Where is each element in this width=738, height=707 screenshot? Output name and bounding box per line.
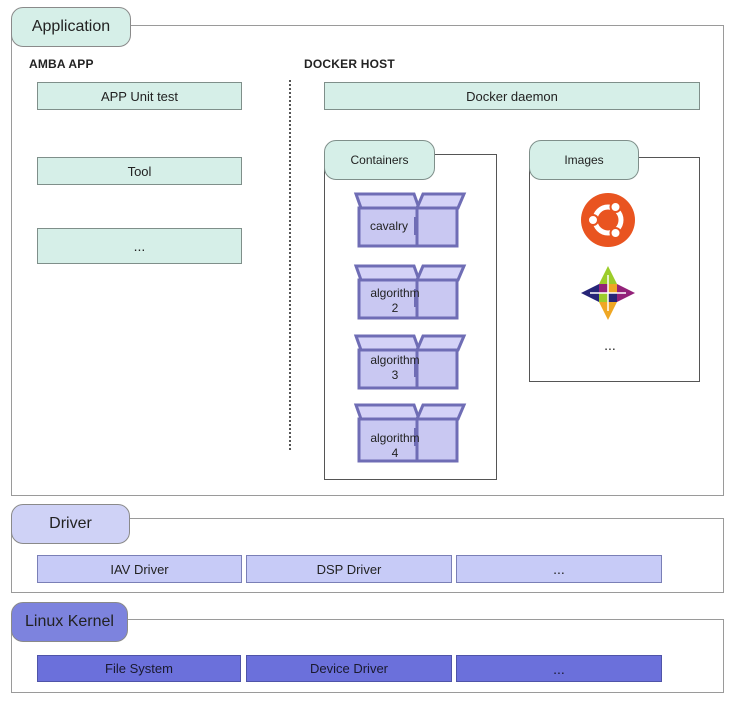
driver-tab: Driver xyxy=(11,504,130,544)
amba-more-box: ... xyxy=(37,228,242,264)
container-algorithm-3-name: algorithm xyxy=(370,353,420,367)
iav-driver-box: IAV Driver xyxy=(37,555,242,583)
container-algorithm-2-label: algorithm 2 xyxy=(361,286,429,316)
tool-label: Tool xyxy=(127,163,152,179)
centos-logo-icon xyxy=(581,266,635,320)
images-tab: Images xyxy=(529,140,639,180)
container-algorithm-2-icon xyxy=(353,264,467,320)
docker-daemon-label: Docker daemon xyxy=(466,88,558,104)
container-algorithm-4-icon xyxy=(353,403,467,463)
driver-title: Driver xyxy=(49,515,92,532)
amba-app-heading: AMBA APP xyxy=(29,57,94,71)
separator-dotted-line xyxy=(289,80,291,450)
kernel-tab: Linux Kernel xyxy=(11,602,128,642)
containers-tab: Containers xyxy=(324,140,435,180)
kernel-more-label: ... xyxy=(553,660,565,677)
application-tab: Application xyxy=(11,7,131,47)
driver-more-box: ... xyxy=(456,555,662,583)
ubuntu-logo-icon xyxy=(581,193,635,247)
container-algorithm-3-label: algorithm 3 xyxy=(361,353,429,383)
container-algorithm-4-label: algorithm 4 xyxy=(361,431,429,461)
container-algorithm-3-icon xyxy=(353,334,467,390)
images-title: Images xyxy=(564,153,604,167)
dsp-driver-box: DSP Driver xyxy=(246,555,452,583)
app-unit-test-label: APP Unit test xyxy=(100,88,179,104)
container-algorithm-2-number: 2 xyxy=(391,301,399,315)
device-driver-label: Device Driver xyxy=(309,661,388,676)
dsp-driver-label: DSP Driver xyxy=(316,561,382,577)
docker-host-heading: DOCKER HOST xyxy=(304,57,395,71)
container-cavalry-label: cavalry xyxy=(361,219,417,234)
device-driver-box: Device Driver xyxy=(246,655,452,682)
kernel-more-box: ... xyxy=(456,655,662,682)
docker-daemon-box: Docker daemon xyxy=(324,82,700,110)
file-system-box: File System xyxy=(37,655,241,682)
container-algorithm-4-number: 4 xyxy=(391,446,399,460)
application-title: Application xyxy=(31,18,111,35)
images-more: ... xyxy=(604,337,616,353)
container-cavalry-icon xyxy=(353,192,467,248)
app-unit-test-box: APP Unit test xyxy=(37,82,242,110)
amba-more-label: ... xyxy=(133,238,146,254)
container-algorithm-3-number: 3 xyxy=(391,368,399,382)
containers-title: Containers xyxy=(350,153,409,167)
tool-box: Tool xyxy=(37,157,242,185)
iav-driver-label: IAV Driver xyxy=(110,561,169,577)
file-system-label: File System xyxy=(105,661,173,676)
driver-more-label: ... xyxy=(553,561,565,577)
container-cavalry-name: cavalry xyxy=(369,219,408,233)
container-algorithm-4-name: algorithm xyxy=(370,431,420,445)
kernel-title: Linux Kernel xyxy=(25,613,114,630)
container-algorithm-2-name: algorithm xyxy=(370,286,420,300)
